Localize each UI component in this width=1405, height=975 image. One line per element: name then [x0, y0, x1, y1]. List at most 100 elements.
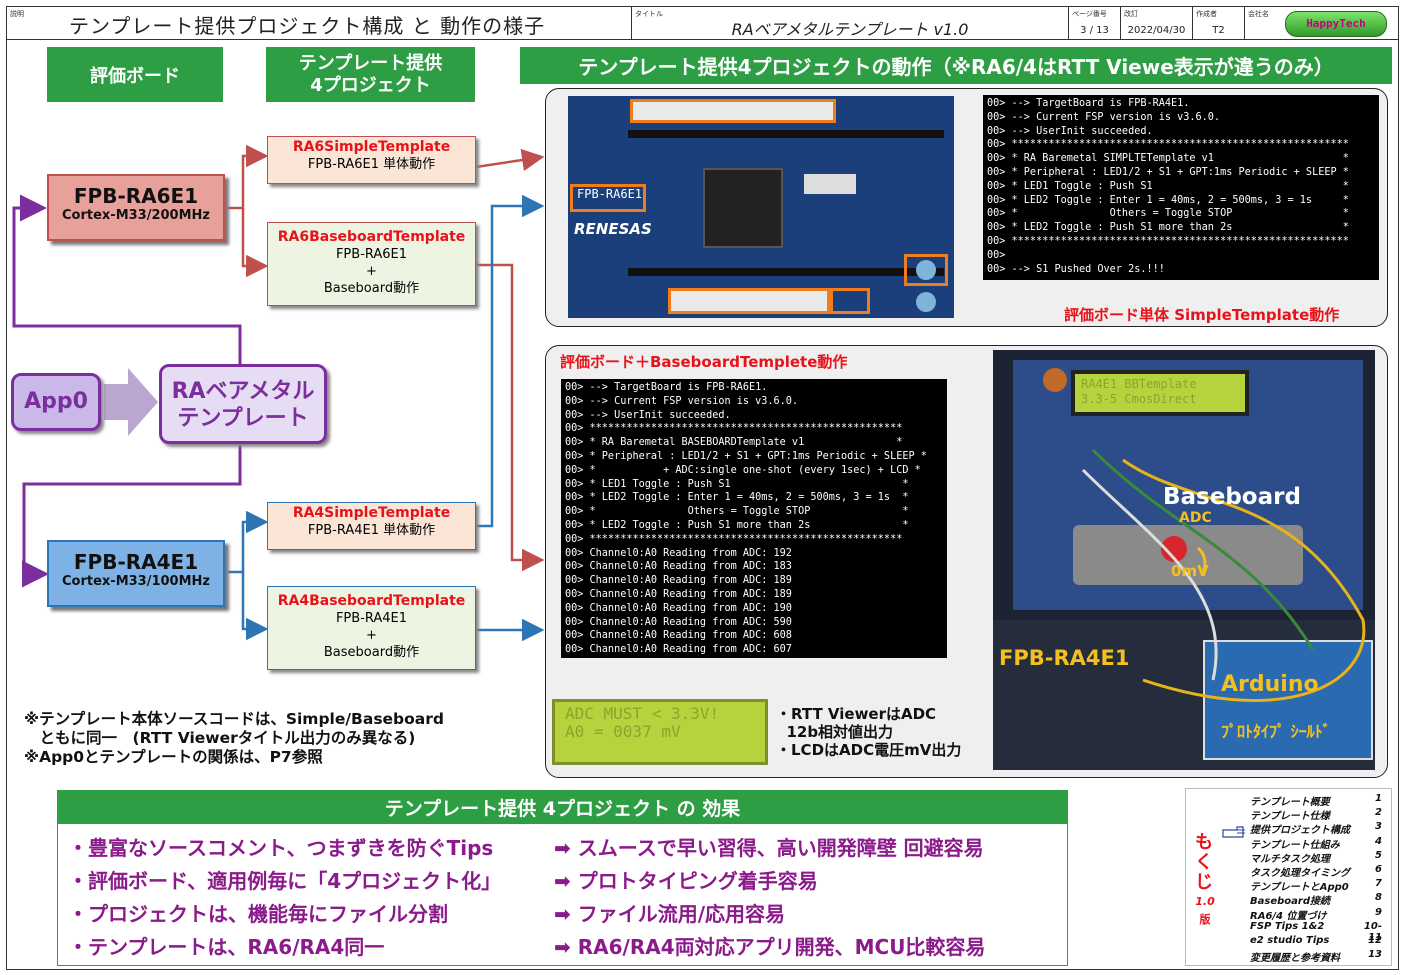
terminal-line: 00> --> UserInit succeeded. [565, 409, 731, 421]
header-page-cell: ページ番号 3 / 13 [1069, 7, 1121, 39]
project-name: RA4BaseboardTemplate [277, 593, 466, 609]
project-ra6-simple: RA6SimpleTemplate FPB-RA6E1 単体動作 [267, 136, 476, 184]
photo-label-arduino: Arduino [1221, 672, 1319, 697]
effect-right-3: ➡ ファイル流用/応用容易 [554, 902, 786, 926]
board-ra4e1: FPB-RA4E1 Cortex-M33/100MHz [47, 540, 225, 607]
company-logo: HappyTech [1285, 11, 1387, 37]
pin-header [628, 268, 944, 276]
toc-page-number: 12 [1368, 935, 1382, 946]
terminal-line: 00> * LED2 Toggle : Push S1 more than 2s… [565, 519, 909, 531]
toc-item[interactable]: 提供プロジェクト構成 [1250, 825, 1350, 837]
terminal-line: 00> * LED2 Toggle : Enter 1 = 40ms, 2 = … [987, 194, 1349, 206]
header-bar: 説明 テンプレート提供プロジェクト構成 と 動作の様子 タイトル RAベアメタル… [6, 6, 1399, 40]
photo-label-fpb: FPB-RA4E1 [999, 646, 1130, 670]
app0-box: App0 [11, 373, 101, 431]
terminal-line: 00> --> Current FSP version is v3.6.0. [565, 395, 799, 407]
header-author-cell: 作成者 T2 [1193, 7, 1245, 39]
terminal-line: 00> Channel0:A0 Reading from ADC: 183 [565, 561, 792, 573]
board-core: Cortex-M33/200MHz [62, 208, 210, 223]
pin-header [628, 130, 944, 138]
toc-item[interactable]: Baseboard接続 [1250, 896, 1330, 908]
switch-s1 [916, 260, 936, 280]
toc-item[interactable]: テンプレート仕様 [1250, 811, 1330, 823]
label-title: タイトル [635, 10, 663, 18]
toc-item[interactable]: マルチタスク処理 [1250, 853, 1330, 865]
project-desc: FPB-RA6E1 + Baseboard動作 [323, 247, 420, 296]
terminal-line: 00> ************************************… [987, 139, 1349, 151]
toc-item[interactable]: テンプレートとApp0 [1250, 882, 1349, 894]
terminal-text: 00> --> TargetBoard is FPB-RA4E1. 00> -->… [987, 97, 1375, 276]
terminal-line: 00> ************************************… [565, 423, 903, 435]
switch-s2 [916, 292, 936, 312]
terminal-line: 00> Channel0:A0 Reading from ADC: 189 [565, 588, 792, 600]
page-frame [6, 40, 1399, 970]
toc-item[interactable]: FSP Tips 1&2 [1250, 920, 1325, 932]
adc-notes: ・RTT ViewerはADC 12b相対値出力 ・LCDはADC電圧mV出力 [776, 705, 962, 759]
header-connector-highlight [630, 99, 836, 123]
board-photo-ra6e1: FPB-RA6E1 RENESAS [568, 96, 954, 318]
header-company-cell: 会社名 HappyTech [1245, 7, 1400, 39]
col-header-operation: テンプレート提供4プロジェクトの動作（※RA6/4はRTT Viewe表示が違う… [520, 47, 1392, 84]
potentiometer [1043, 368, 1067, 392]
toc-item[interactable]: テンプレート仕組み [1250, 839, 1340, 851]
photo-label-baseboard: Baseboard [1163, 484, 1301, 510]
effect-right-2: ➡ プロトタイピング着手容易 [554, 869, 818, 893]
terminal-line: 00> * RA Baremetal SIMPLTETemplate v1 * [987, 153, 1349, 165]
terminal-line: 00> * LED2 Toggle : Push S1 more than 2s… [987, 222, 1349, 234]
terminal-line: 00> ************************************… [987, 235, 1349, 247]
toc-item[interactable]: タスク処理タイミング [1250, 868, 1350, 879]
terminal-line: 00> * RA Baremetal BASEBOARDTemplate v1 … [565, 437, 903, 449]
toc-page-number: 13 [1368, 949, 1382, 961]
toc-item[interactable]: RA6/4 位置づけ [1250, 910, 1327, 922]
toc-item[interactable]: 変更履歴と参考資料 [1250, 953, 1340, 965]
terminal-line: 00> --> S1 Pushed Over 2s.!!! [987, 263, 1165, 275]
terminal-line: 00> --> TargetBoard is FPB-RA6E1. [565, 382, 768, 393]
project-desc: FPB-RA4E1 + Baseboard動作 [323, 611, 420, 660]
revision-date: 2022/04/30 [1127, 25, 1186, 36]
terminal-line: 00> Channel0:A0 Reading from ADC: 608 [565, 630, 792, 642]
pointing-hand-icon [1222, 823, 1248, 838]
bottom-connector-highlight [668, 288, 830, 314]
terminal-line: 00> * Others = Toggle STOP * [565, 506, 909, 518]
toc-page-number: 5 [1375, 849, 1382, 861]
terminal-line: 00> Channel0:A0 Reading from ADC: 190 [565, 602, 792, 614]
app0-arrow [104, 368, 158, 436]
photo-lcd-line-2: 3.3-5 CmosDirect [1081, 392, 1197, 406]
template-name: RAベアメタルテンプレート v1.0 [731, 20, 969, 39]
terminal-line: 00> Channel0:A0 Reading from ADC: 590 [565, 616, 792, 628]
photo-label-proto: ﾌﾟﾛﾄﾀｲﾌﾟ ｼｰﾙﾄﾞ [1221, 722, 1331, 741]
renesas-logo: RENESAS [574, 220, 652, 238]
toc-page-number: 10-11 [1363, 920, 1382, 943]
toc-page-number: 3 [1375, 821, 1382, 833]
header-date-cell: 改訂 2022/04/30 [1121, 7, 1193, 39]
project-name: RA6SimpleTemplate [292, 139, 451, 155]
col-header-template-projects: テンプレート提供 4プロジェクト [266, 47, 475, 102]
toc-page-number: 7 [1375, 878, 1382, 890]
toc-page-number: 8 [1375, 892, 1382, 904]
terminal-line: 00> Channel0:A0 Reading from ADC: 607 [565, 644, 792, 656]
segger-chip [804, 174, 856, 194]
photo-label-adc: ADC [1179, 510, 1212, 526]
terminal-line: 00> [987, 249, 1006, 261]
terminal-line: 00> --> Current FSP version is v3.6.0. [987, 111, 1221, 123]
terminal-line: 00> * + ADC:single one-shot (every 1sec)… [565, 464, 921, 476]
toc-item[interactable]: e2 studio Tips [1250, 935, 1330, 946]
effects-title: テンプレート提供 4プロジェクト の 効果 [58, 790, 1067, 824]
label-page: ページ番号 [1072, 10, 1107, 18]
col-header-eval-board: 評価ボード [47, 47, 223, 102]
effect-left-2: ・評価ボード、適用例毎に「4プロジェクト化」 [68, 869, 502, 893]
terminal-line: 00> --> TargetBoard is FPB-RA4E1. [987, 98, 1190, 109]
project-name: RA4SimpleTemplate [292, 505, 451, 521]
header-title-cell: 説明 テンプレート提供プロジェクト構成 と 動作の様子 [7, 7, 632, 39]
photo-lcd-line-1: RA4E1 BBTemplate [1081, 377, 1197, 391]
toc-item[interactable]: テンプレート概要 [1250, 797, 1330, 808]
toc-version-suffix: 版 [1199, 913, 1211, 926]
project-ra6-baseboard: RA6BaseboardTemplate FPB-RA6E1 + Baseboa… [267, 222, 476, 306]
footnote: ※テンプレート本体ソースコードは、Simple/Baseboard ともに同一 … [24, 710, 444, 766]
label-setsumei: 説明 [10, 10, 24, 18]
rtt-terminal-simple: 00> --> TargetBoard is FPB-RA4E1. 00> -->… [983, 95, 1379, 280]
project-desc: FPB-RA4E1 単体動作 [307, 523, 436, 538]
photo-label-mv: 0mV [1171, 562, 1209, 580]
label-author: 作成者 [1196, 10, 1217, 18]
